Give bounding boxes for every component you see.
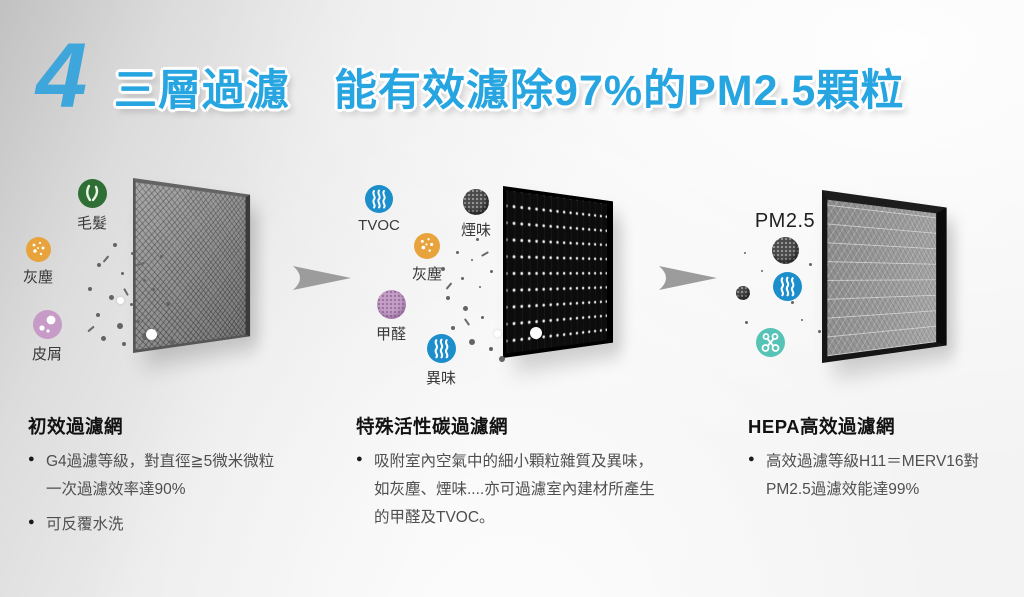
particle-white-dot xyxy=(146,329,157,340)
vapor-icon xyxy=(773,272,802,301)
particle-dot xyxy=(471,259,473,261)
particle-dot xyxy=(463,306,468,311)
pm25-particle-icon xyxy=(772,237,799,264)
pollutant-label: 異味 xyxy=(426,367,456,388)
pollutant-odor xyxy=(757,272,817,301)
particle-dot xyxy=(818,330,821,333)
pollutant-label: 皮屑 xyxy=(32,343,62,364)
particle-dash xyxy=(464,318,470,326)
particle-dot xyxy=(490,270,493,273)
hepa-panel xyxy=(822,190,947,363)
particle-dot xyxy=(130,303,133,306)
particle-dash xyxy=(87,326,94,333)
vapor-icon xyxy=(427,334,456,363)
stage-title: HEPA高效過濾網 xyxy=(748,413,990,439)
particle-dot xyxy=(152,288,155,291)
dust-icon xyxy=(26,237,51,262)
particle-dot xyxy=(744,252,746,254)
particle-dot xyxy=(101,336,106,341)
particle-dot xyxy=(801,319,803,321)
step-number: 4 xyxy=(36,30,83,122)
stage-title: 特殊活性碳過濾網 xyxy=(356,413,664,439)
particle-white-dot xyxy=(494,330,501,337)
stage-description-carbon: 特殊活性碳過濾網 吸附室內空氣中的細小顆粒雜質及異味，如灰塵、煙味....亦可過… xyxy=(356,413,664,539)
particle-dot xyxy=(745,321,748,324)
dander-icon xyxy=(33,310,62,339)
stage-title: 初效過濾網 xyxy=(28,413,286,439)
particle-dot xyxy=(137,320,140,323)
particle-dot xyxy=(160,255,163,258)
pollutant-label: TVOC xyxy=(358,217,400,234)
pollutant-label: 灰塵 xyxy=(23,266,53,287)
particle-dash xyxy=(103,255,110,262)
pollutant-tvoc: TVOC xyxy=(349,185,409,234)
particle-dot xyxy=(481,316,484,319)
particle-dash xyxy=(481,251,489,257)
particle-white-dot xyxy=(117,297,124,304)
stage-description-hepa: HEPA高效過濾網 高效過濾等級H11＝MERV16對PM2.5過濾效能達99% xyxy=(748,413,990,511)
particle-dot xyxy=(88,287,92,291)
bullet-item: 高效過濾等級H11＝MERV16對PM2.5過濾效能達99% xyxy=(748,448,990,504)
particle-dot xyxy=(461,277,464,280)
smoke-particle-icon xyxy=(463,189,489,215)
particle-dot xyxy=(97,263,101,267)
pollutant-label: 毛髮 xyxy=(77,212,107,233)
particle-dot xyxy=(479,286,481,288)
stage-description-prefilter: 初效過濾網 G4過濾等級，對直徑≧5微米微粒一次過濾效率達90% 可反覆水洗 xyxy=(28,413,286,546)
particle-dash xyxy=(123,288,129,296)
particle-dot xyxy=(499,356,505,362)
pollutant-dander: 皮屑 xyxy=(17,310,77,364)
vapor-icon xyxy=(365,185,393,213)
bullet-item: 吸附室內空氣中的細小顆粒雜質及異味，如灰塵、煙味....亦可過濾室內建材所產生的… xyxy=(356,448,664,532)
pollutant-dust: 灰塵 xyxy=(397,233,457,284)
particle-dot xyxy=(166,302,170,306)
pollutant-label: 煙味 xyxy=(461,219,491,240)
particle-dot xyxy=(143,279,146,282)
particle-dot xyxy=(122,342,126,346)
pollutant-molecule xyxy=(740,328,800,357)
arrow-right-icon xyxy=(657,263,719,293)
particle-dot xyxy=(113,243,117,247)
carbon-panel xyxy=(503,186,613,358)
dust-icon xyxy=(414,233,440,259)
particle-dot xyxy=(109,295,114,300)
particle-dot xyxy=(451,326,455,330)
small-particle-icon xyxy=(736,286,750,300)
pollutant-pm25: PM2.5 xyxy=(755,210,815,264)
particle-dot xyxy=(96,313,100,317)
arrow-right-icon xyxy=(291,263,353,293)
page-title: 三層過濾 能有效濾除97%的PM2.5顆粒 xyxy=(114,56,904,118)
particle-dot xyxy=(131,252,134,255)
prefilter-panel xyxy=(133,178,250,353)
particle-dot xyxy=(791,301,794,304)
particle-dot xyxy=(170,340,175,345)
pollutant-label: 甲醛 xyxy=(376,323,406,344)
particle-white-dot xyxy=(530,327,542,339)
formaldehyde-particle-icon xyxy=(377,290,406,319)
particle-dot xyxy=(446,296,450,300)
molecule-icon xyxy=(756,328,785,357)
bullet-item: G4過濾等級，對直徑≧5微米微粒一次過濾效率達90% xyxy=(28,448,286,504)
bullet-item: 可反覆水洗 xyxy=(28,511,286,539)
hair-icon xyxy=(78,179,107,208)
pollutant-odor: 異味 xyxy=(411,334,471,388)
pollutant-dust: 灰塵 xyxy=(8,237,68,287)
particle-dot xyxy=(117,323,123,329)
pollutant-label: PM2.5 xyxy=(755,210,815,233)
pollutant-hair: 毛髮 xyxy=(62,179,122,233)
particle-dot xyxy=(121,272,124,275)
pollutant-label: 灰塵 xyxy=(412,263,442,284)
particle-dot xyxy=(489,347,493,351)
